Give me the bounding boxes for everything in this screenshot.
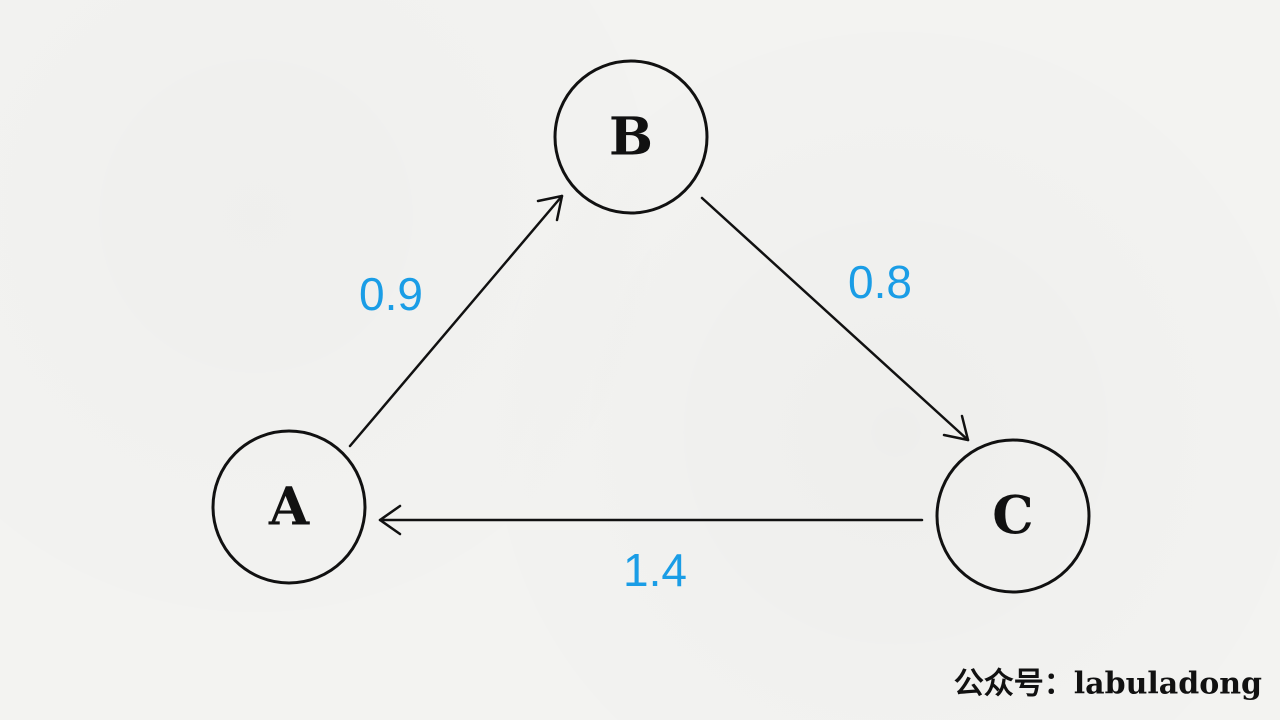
node-c: C <box>935 438 1091 594</box>
node-b-circle <box>553 59 709 215</box>
edge-a-to-b <box>348 194 564 448</box>
node-b-label: B <box>609 107 653 168</box>
node-b: B <box>553 59 709 215</box>
edge-weight-a-b: 0.9 <box>359 268 423 320</box>
edge-weight-c-a: 1.4 <box>623 544 687 596</box>
node-c-circle <box>935 438 1091 594</box>
node-a: A <box>211 429 367 585</box>
node-a-label: A <box>268 477 310 538</box>
edge-c-to-a <box>378 504 924 536</box>
edge-a-to-b-line <box>348 194 564 448</box>
node-a-circle <box>211 429 367 585</box>
edge-a-to-b-arrowhead <box>536 194 564 222</box>
edge-b-to-c-line <box>700 196 970 442</box>
watermark-text: 公众号：labuladong <box>954 667 1262 702</box>
edge-b-to-c <box>700 196 970 442</box>
edge-b-to-c-arrowhead <box>942 414 970 442</box>
edge-weight-b-c: 0.8 <box>848 256 912 308</box>
edge-c-to-a-arrowhead <box>378 504 402 536</box>
node-c-label: C <box>992 486 1033 547</box>
